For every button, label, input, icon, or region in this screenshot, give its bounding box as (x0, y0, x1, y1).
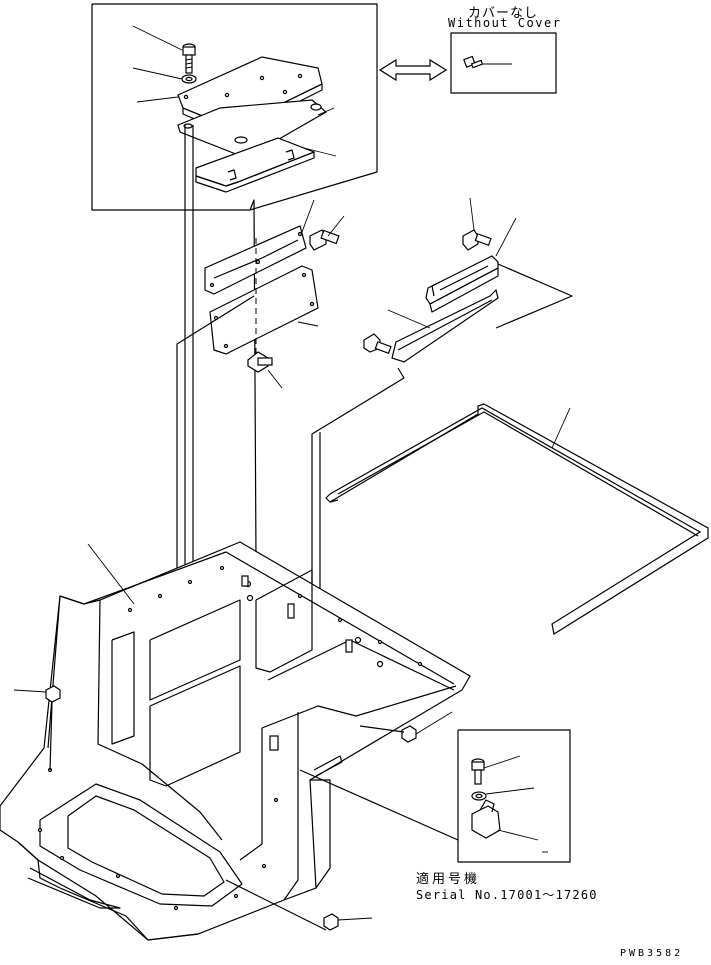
bracket (471, 799, 539, 841)
without-cover-label-jp: カバーなし (468, 6, 539, 21)
inner-cover-plate (195, 137, 316, 193)
frame-bolt-right (359, 711, 453, 743)
channel-bolt-lower (363, 333, 392, 354)
u-rail (325, 403, 709, 635)
side-panel-bolt-upper (309, 229, 340, 251)
channel-cover (425, 255, 499, 313)
cover-washer (181, 74, 197, 84)
main-frame (0, 541, 471, 941)
serial-applicability-label-jp: 適用号機 (416, 872, 481, 887)
side-panel (209, 265, 319, 355)
bracket-detail-box (299, 729, 571, 863)
without-cover-box (450, 32, 557, 94)
bracket-washer (471, 787, 535, 801)
without-cover-label: Without Cover (448, 16, 562, 30)
cover-bolt (182, 43, 196, 74)
cover-gasket (177, 99, 328, 159)
cover-detail-box (91, 3, 378, 211)
serial-number-label: Serial No.17001～17260 (416, 888, 598, 902)
frame-bolt-bottom (225, 879, 373, 931)
channel-strip (391, 288, 499, 363)
bracket-bolt (471, 755, 521, 785)
side-panel-bolt-lower (247, 351, 273, 373)
channel-bolt-upper (462, 229, 492, 251)
drawing-number: PWB3582 (620, 948, 684, 959)
double-arrow (378, 58, 448, 82)
frame-bolt-left (13, 685, 61, 771)
